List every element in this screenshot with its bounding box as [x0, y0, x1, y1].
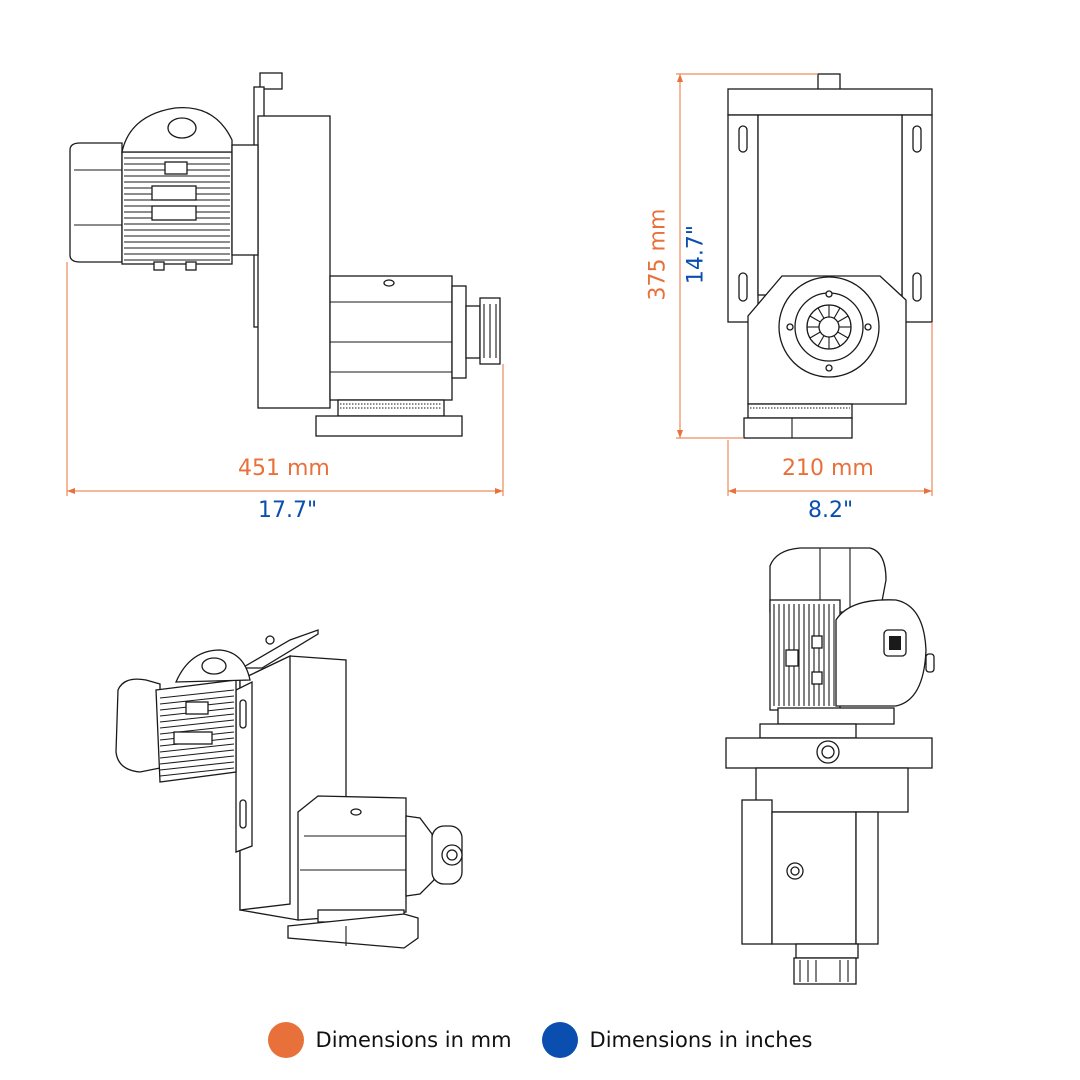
front-view-drawing	[727, 73, 933, 439]
front-width-inch-label: 8.2"	[808, 498, 854, 523]
front-width-dimension	[727, 322, 933, 496]
side-view-drawing	[69, 72, 501, 437]
mm-color-swatch	[267, 1022, 304, 1058]
legend-item-inch: Dimensions in inches	[541, 1022, 813, 1058]
front-height-dimension	[676, 73, 818, 439]
front-height-inch-label: 14.7"	[683, 224, 709, 285]
side-width-mm-label: 451 mm	[238, 456, 330, 481]
inch-color-swatch	[541, 1022, 578, 1058]
legend-mm-label: Dimensions in mm	[315, 1028, 512, 1052]
front-height-mm-label: 375 mm	[645, 208, 671, 301]
front-width-mm-label: 210 mm	[782, 456, 874, 481]
legend-item-mm: Dimensions in mm	[267, 1022, 512, 1058]
legend-inch-label: Dimensions in inches	[589, 1028, 813, 1052]
side-width-inch-label: 17.7"	[258, 498, 318, 523]
legend: Dimensions in mm Dimensions in inches	[0, 1018, 1080, 1062]
side-width-dimension	[66, 262, 504, 496]
isometric-view-drawing	[115, 629, 463, 949]
rear-view-drawing	[725, 547, 935, 985]
